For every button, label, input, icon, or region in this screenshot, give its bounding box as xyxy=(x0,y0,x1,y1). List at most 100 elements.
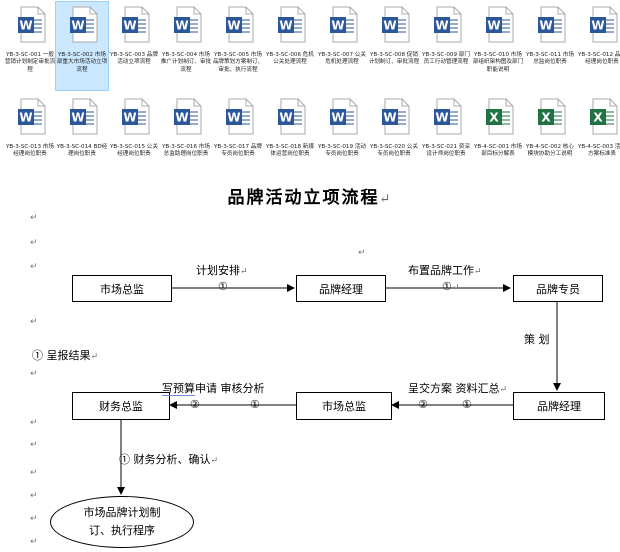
file-name: YB-3-SC-005 市场品牌策划方案制订、审批、执行流程 xyxy=(212,52,264,73)
file-item[interactable]: W YB-3-SC-011 市场总监岗位职责 xyxy=(524,2,576,90)
word-doc-icon: W xyxy=(486,6,514,43)
file-item[interactable]: X YB-4-SC-003 活动方案标准表 xyxy=(576,94,620,182)
file-name: YB-4-SC-001 市场部目标分解表 xyxy=(474,144,522,158)
box-brand-manager: 品牌经理 xyxy=(296,275,386,302)
file-item[interactable]: WYB-3-SC-012 品牌经理岗位职责 xyxy=(576,2,620,90)
box-market-director: 市场总监 xyxy=(72,275,172,302)
file-name: YB-3-SC-010 市场部组织架构图及部门职能说明 xyxy=(472,52,524,73)
box-market-director-2: 市场总监 xyxy=(296,392,392,420)
file-name: YB-3-SC-008 促销计划制订、审批流程 xyxy=(368,52,420,66)
svg-text:W: W xyxy=(591,19,604,33)
word-doc-icon: W xyxy=(382,6,410,43)
file-item[interactable]: W YB-3-SC-010 市场部组织架构图及部门职能说明 xyxy=(472,2,524,90)
file-item[interactable]: W YB-3-SC-013 市场经理岗位职责 xyxy=(4,94,56,182)
svg-text:W: W xyxy=(19,111,32,125)
file-item[interactable]: W YB-3-SC-016 市场总监助理岗位职责 xyxy=(160,94,212,182)
word-doc-icon: W xyxy=(278,6,306,43)
label-circle-1d: ① xyxy=(462,398,472,411)
excel-doc-icon: X xyxy=(486,98,514,135)
svg-text:W: W xyxy=(19,19,32,33)
label-circle-1c: ① xyxy=(250,398,260,411)
excel-doc-icon: X xyxy=(590,98,618,135)
svg-text:X: X xyxy=(489,111,499,125)
paragraph-mark: ↵ xyxy=(30,418,38,428)
word-doc-icon: W xyxy=(122,6,150,43)
file-item[interactable]: W YB-3-SC-008 促销计划制订、审批流程 xyxy=(368,2,420,90)
svg-text:W: W xyxy=(279,111,292,125)
file-name: YB-3-SC-007 公关危机处理流程 xyxy=(318,52,366,66)
word-doc-icon: W xyxy=(278,98,306,135)
label-circle-1a: ① xyxy=(218,280,228,293)
file-item[interactable]: W YB-3-SC-003 品牌活动立项流程 xyxy=(108,2,160,90)
word-doc-icon: W xyxy=(434,98,462,135)
file-item[interactable]: W YB-3-SC-021 资深设计师岗位职责 xyxy=(420,94,472,182)
svg-text:W: W xyxy=(227,111,240,125)
file-name: YB-3-SC-003 品牌活动立项流程 xyxy=(110,52,158,66)
word-doc-icon: W xyxy=(434,6,462,43)
file-name: YB-3-SC-006 危机公关处理流程 xyxy=(266,52,314,66)
svg-text:W: W xyxy=(71,19,84,33)
file-name: YB-3-SC-001 一般营销计划制定审批流程 xyxy=(4,52,56,73)
svg-text:W: W xyxy=(227,19,240,33)
file-name: YB-3-SC-009 部门员工行动管理流程 xyxy=(422,52,470,66)
svg-text:W: W xyxy=(175,19,188,33)
file-item[interactable]: W YB-3-SC-009 部门员工行动管理流程 xyxy=(420,2,472,90)
file-name: YB-3-SC-015 公关经理岗位职责 xyxy=(110,144,158,158)
word-doc-icon: W xyxy=(122,98,150,135)
file-name: YB-3-SC-004 市场推广计划制订、审批流程 xyxy=(160,52,212,73)
svg-text:W: W xyxy=(123,19,136,33)
word-doc-icon: W xyxy=(174,98,202,135)
box-finance-director: 财务总监 xyxy=(72,392,170,420)
word-doc-icon: W xyxy=(70,6,98,43)
file-name: YB-4-SC-003 活动方案标准表 xyxy=(578,144,620,158)
word-doc-icon: W xyxy=(18,98,46,135)
file-item[interactable]: W YB-3-SC-001 一般营销计划制定审批流程 xyxy=(4,2,56,90)
file-item[interactable]: W YB-3-SC-007 公关危机处理流程 xyxy=(316,2,368,90)
svg-text:W: W xyxy=(71,111,84,125)
label-circle-1b: ①↵ xyxy=(442,280,460,293)
file-name: YB-3-SC-019 活动专员岗位职责 xyxy=(318,144,366,158)
file-item[interactable]: X YB-4-SC-001 市场部目标分解表 xyxy=(472,94,524,182)
file-name: YB-3-SC-021 资深设计师岗位职责 xyxy=(422,144,470,158)
svg-text:X: X xyxy=(541,111,551,125)
file-name: YB-3-SC-011 市场总监岗位职责 xyxy=(526,52,574,66)
svg-text:W: W xyxy=(175,111,188,125)
file-item[interactable]: W YB-3-SC-005 市场品牌策划方案制订、审批、执行流程 xyxy=(212,2,264,90)
svg-text:W: W xyxy=(487,19,500,33)
file-item[interactable]: W YB-3-SC-015 公关经理岗位职责 xyxy=(108,94,160,182)
word-doc-icon: W xyxy=(226,98,254,135)
file-item[interactable]: W YB-3-SC-006 危机公关处理流程 xyxy=(264,2,316,90)
svg-text:W: W xyxy=(383,19,396,33)
word-doc-icon: W xyxy=(174,6,202,43)
file-item[interactable]: W YB-3-SC-004 市场推广计划制订、审批流程 xyxy=(160,2,212,90)
box-brand-specialist: 品牌专员 xyxy=(513,275,603,302)
box-brand-manager-2: 品牌经理 xyxy=(513,392,605,420)
svg-text:W: W xyxy=(279,19,292,33)
svg-text:W: W xyxy=(331,19,344,33)
excel-doc-icon: X xyxy=(538,98,566,135)
svg-text:W: W xyxy=(383,111,396,125)
paragraph-mark: ↵ xyxy=(30,468,38,478)
paragraph-mark: ↵ xyxy=(30,440,38,450)
paragraph-mark: ↵ xyxy=(358,248,366,258)
label-budget: 写预算申请 审核分析 xyxy=(162,382,265,396)
paragraph-mark: ↵ xyxy=(30,514,38,524)
paragraph-mark: ↵ xyxy=(30,369,38,379)
word-doc-icon: W xyxy=(538,6,566,43)
label-arrange: 布置品牌工作↵ xyxy=(408,264,482,277)
word-doc-icon: W xyxy=(18,6,46,43)
word-doc-icon: W xyxy=(226,6,254,43)
file-name: YB-3-SC-016 市场总监助理岗位职责 xyxy=(162,144,210,158)
file-name: YB-3-SC-013 市场经理岗位职责 xyxy=(6,144,54,158)
label-plan: 计划安排↵ xyxy=(196,264,248,277)
label-circle-2b: ② xyxy=(418,398,428,411)
label-finance-analysis: ① 财务分析、确认↵ xyxy=(119,453,219,466)
